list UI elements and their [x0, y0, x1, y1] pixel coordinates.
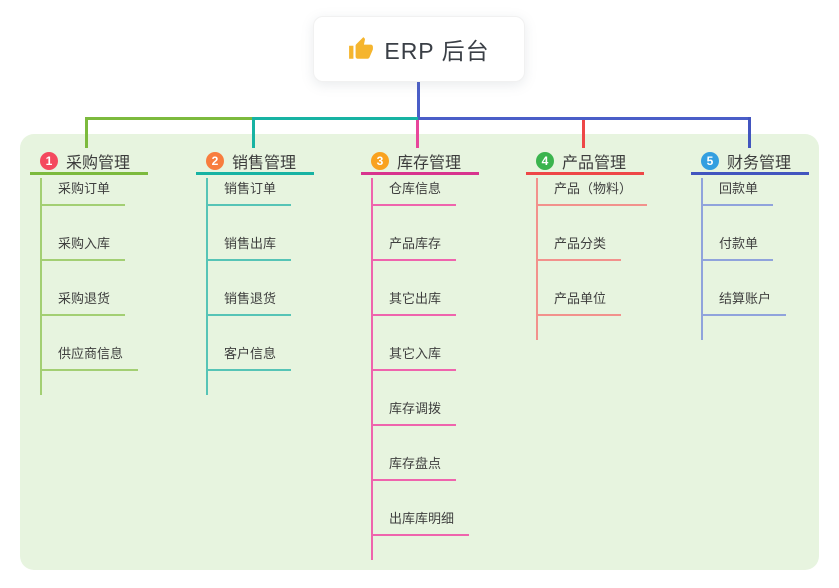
node-other-outbound[interactable]: 其它出库 [371, 290, 457, 316]
branch-label: 产品管理 [562, 154, 627, 172]
node-customer-info[interactable]: 客户信息 [206, 345, 292, 371]
node-stock-count[interactable]: 库存盘点 [371, 455, 457, 481]
branch-number-badge: 2 [206, 151, 224, 170]
node-label: 产品（物料） [554, 181, 633, 196]
node-product-stock[interactable]: 产品库存 [371, 235, 457, 261]
node-other-inbound[interactable]: 其它入库 [371, 345, 457, 371]
node-payment-bill[interactable]: 付款单 [701, 235, 774, 261]
node-label: 产品单位 [554, 291, 607, 306]
node-label: 采购退货 [58, 291, 111, 306]
node-sales-outbound[interactable]: 销售出库 [206, 235, 292, 261]
node-outbound-detail[interactable]: 出库库明细 [371, 510, 470, 536]
branch-label: 销售管理 [232, 154, 297, 172]
branch-header-sales[interactable]: 2 销售管理 [196, 149, 314, 175]
branch-number-badge: 1 [40, 151, 58, 170]
node-purchase-return[interactable]: 采购退货 [40, 290, 126, 316]
node-warehouse-info[interactable]: 仓库信息 [371, 180, 457, 206]
node-settlement-account[interactable]: 结算账户 [701, 290, 787, 316]
node-stock-transfer[interactable]: 库存调拨 [371, 400, 457, 426]
node-label: 出库库明细 [389, 511, 455, 526]
branch-number-badge: 4 [536, 151, 554, 170]
branch-trunk-line [206, 178, 208, 395]
branch-header-product[interactable]: 4 产品管理 [526, 149, 644, 175]
node-label: 销售订单 [224, 181, 277, 196]
branch-label: 采购管理 [66, 154, 131, 172]
node-label: 付款单 [719, 236, 759, 251]
branch-header-purchase[interactable]: 1 采购管理 [30, 149, 148, 175]
node-purchase-inbound[interactable]: 采购入库 [40, 235, 126, 261]
node-receipt-bill[interactable]: 回款单 [701, 180, 774, 206]
node-sales-order[interactable]: 销售订单 [206, 180, 292, 206]
node-label: 其它入库 [389, 346, 442, 361]
node-sales-return[interactable]: 销售退货 [206, 290, 292, 316]
connector-drop-branch4 [582, 120, 585, 148]
branch-number-badge: 5 [701, 151, 719, 170]
root-node-label: ERP 后台 [384, 38, 490, 64]
branch-header-inventory[interactable]: 3 库存管理 [361, 149, 479, 175]
node-label: 库存调拨 [389, 401, 442, 416]
node-label: 采购入库 [58, 236, 111, 251]
node-label: 采购订单 [58, 181, 111, 196]
node-label: 结算账户 [719, 291, 772, 306]
node-label: 产品分类 [554, 236, 607, 251]
node-label: 其它出库 [389, 291, 442, 306]
node-label: 销售退货 [224, 291, 277, 306]
connector-drop-branch5 [748, 117, 751, 148]
node-product-category[interactable]: 产品分类 [536, 235, 622, 261]
connector-drop-branch3 [416, 120, 419, 148]
branch-number-badge: 3 [371, 151, 389, 170]
branch-label: 财务管理 [727, 154, 792, 172]
node-label: 供应商信息 [58, 346, 124, 361]
connector-horizontal-branch1 [85, 117, 252, 120]
node-purchase-order[interactable]: 采购订单 [40, 180, 126, 206]
node-product-unit[interactable]: 产品单位 [536, 290, 622, 316]
thumbs-up-icon [349, 37, 374, 59]
connector-horizontal-branch5 [418, 117, 751, 120]
node-label: 仓库信息 [389, 181, 442, 196]
branches-panel [20, 134, 819, 570]
node-label: 产品库存 [389, 236, 442, 251]
node-label: 库存盘点 [389, 456, 442, 471]
node-product-material[interactable]: 产品（物料） [536, 180, 648, 206]
branch-trunk-line [40, 178, 42, 395]
branch-header-finance[interactable]: 5 财务管理 [691, 149, 809, 175]
branch-label: 库存管理 [397, 154, 462, 172]
root-node[interactable]: ERP 后台 [313, 16, 525, 82]
connector-horizontal-branch2 [252, 117, 418, 120]
node-label: 销售出库 [224, 236, 277, 251]
connector-drop-branch2 [252, 117, 255, 148]
node-label: 客户信息 [224, 346, 277, 361]
connector-root-vertical [417, 82, 420, 117]
node-label: 回款单 [719, 181, 759, 196]
connector-drop-branch1 [85, 117, 88, 148]
node-supplier-info[interactable]: 供应商信息 [40, 345, 139, 371]
